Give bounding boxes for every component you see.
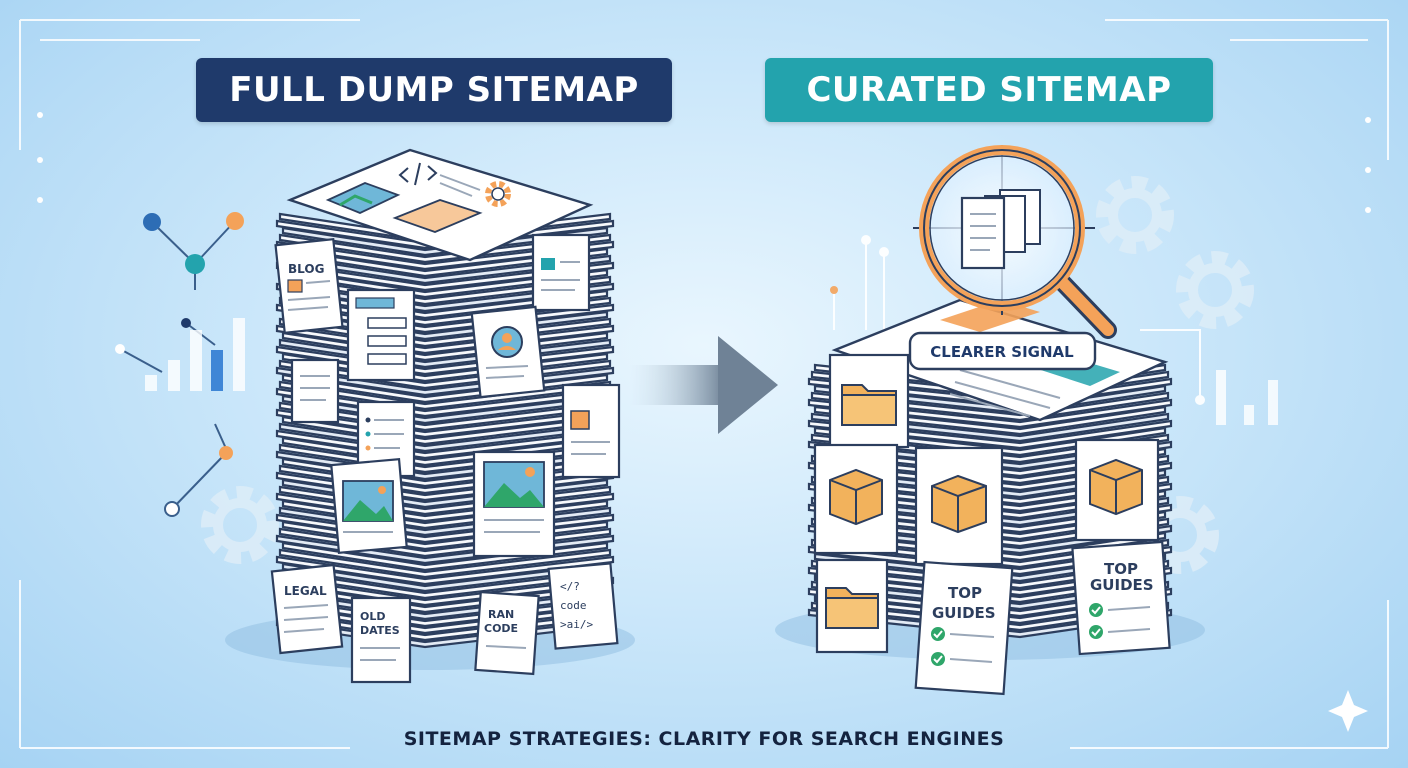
box-icon: [931, 474, 987, 534]
checkmark-icon: [931, 652, 945, 666]
doc-diagram: [346, 288, 416, 382]
doc-landscape-1: [330, 458, 408, 554]
doc-teal: [531, 233, 591, 312]
sparkle-icon: [1328, 690, 1368, 732]
image-icon: [483, 461, 545, 508]
paper-sheet: [275, 555, 615, 586]
doc-folder-2: [815, 558, 889, 654]
doc-code-label: CODE: [484, 622, 518, 635]
checkmark-icon: [1089, 625, 1103, 639]
paper-sheet: [281, 373, 609, 404]
paper-sheet: [278, 338, 612, 369]
paper-sheet: [278, 548, 612, 579]
bar-chart-icon: [1216, 370, 1278, 425]
network-icon: [115, 212, 244, 517]
checkmark-icon: [931, 627, 945, 641]
doc-top-guides-right: TOP GUIDES: [1071, 540, 1171, 656]
curated-stack: CLEARER SIGNAL: [807, 145, 1173, 696]
doc-top-guides-left: TOP GUIDES: [914, 560, 1014, 696]
doc-old-dates: OLD DATES: [350, 596, 412, 684]
paper-sheet: [275, 345, 615, 376]
full-dump-title: FULL DUMP SITEMAP: [196, 58, 672, 122]
top-label-left: TOP: [948, 584, 982, 602]
paper-sheet: [813, 405, 1167, 436]
paper-sheet: [275, 366, 615, 397]
full-dump-stack: BLOG: [270, 148, 621, 684]
paper-sheet: [275, 324, 615, 355]
doc-ran-code: RAN CODE: [474, 590, 540, 676]
doc-box-2: [914, 446, 1004, 566]
paper-sheet: [275, 303, 615, 334]
guides-label-right: GUIDES: [1090, 576, 1154, 594]
documents-icon: [960, 189, 1041, 270]
paper-sheet: [807, 398, 1173, 429]
arrow-icon: [630, 336, 778, 434]
doc-legal: LEGAL: [270, 563, 344, 655]
bar-chart-icon: [145, 318, 245, 391]
paper-sheet: [278, 233, 612, 264]
paper-sheet: [278, 296, 612, 327]
doc-landscape-2: [472, 450, 556, 558]
paper-sheet: [810, 412, 1170, 443]
doc-legal-label: LEGAL: [284, 584, 327, 598]
paper-sheet: [810, 391, 1170, 422]
clearer-signal-label: CLEARER SIGNAL: [930, 343, 1074, 361]
doc-blog: BLOG: [274, 238, 344, 334]
doc-list: [290, 358, 340, 424]
doc-box-1: [813, 443, 899, 555]
doc-dates-label: DATES: [360, 624, 400, 637]
folder-icon: [841, 384, 897, 426]
code-line-3: >ai/>: [560, 618, 593, 631]
clearer-signal-badge: CLEARER SIGNAL: [908, 331, 1097, 371]
magnifier-icon: [913, 145, 1117, 339]
paper-sheet: [278, 359, 612, 390]
folder-icon: [825, 587, 879, 629]
doc-folder-1: [828, 353, 910, 449]
paper-sheet: [281, 541, 609, 572]
top-label-right: TOP: [1104, 560, 1138, 578]
xml-tag-icon: [398, 162, 438, 186]
frame-lines: [19, 19, 1389, 749]
top-sheet-content: [286, 148, 594, 262]
box-icon: [829, 468, 883, 526]
image-icon: [342, 480, 394, 522]
frame-dots: [37, 112, 1371, 213]
doc-box-3: [1074, 438, 1160, 542]
guides-label-left: GUIDES: [932, 604, 996, 622]
paper-sheet: [275, 282, 615, 313]
checkmark-icon: [1089, 603, 1103, 617]
doc-ran-label: RAN: [488, 608, 514, 621]
doc-old-label: OLD: [360, 610, 386, 623]
code-line-2: code: [560, 599, 587, 612]
paper-sheet: [807, 419, 1173, 450]
doc-small-image: [561, 383, 621, 479]
box-icon: [1089, 458, 1143, 516]
doc-code-snippet: </? code >ai/>: [547, 562, 619, 650]
circuit-lines: [830, 235, 1205, 405]
code-line-1: </?: [560, 580, 580, 593]
gear-icon: [485, 181, 511, 207]
doc-blog-label: BLOG: [288, 262, 324, 276]
footer-caption: SITEMAP STRATEGIES: CLARITY FOR SEARCH E…: [403, 728, 1005, 750]
paper-sheet: [278, 317, 612, 348]
curated-title: CURATED SITEMAP: [765, 58, 1213, 122]
doc-person: [470, 305, 546, 399]
